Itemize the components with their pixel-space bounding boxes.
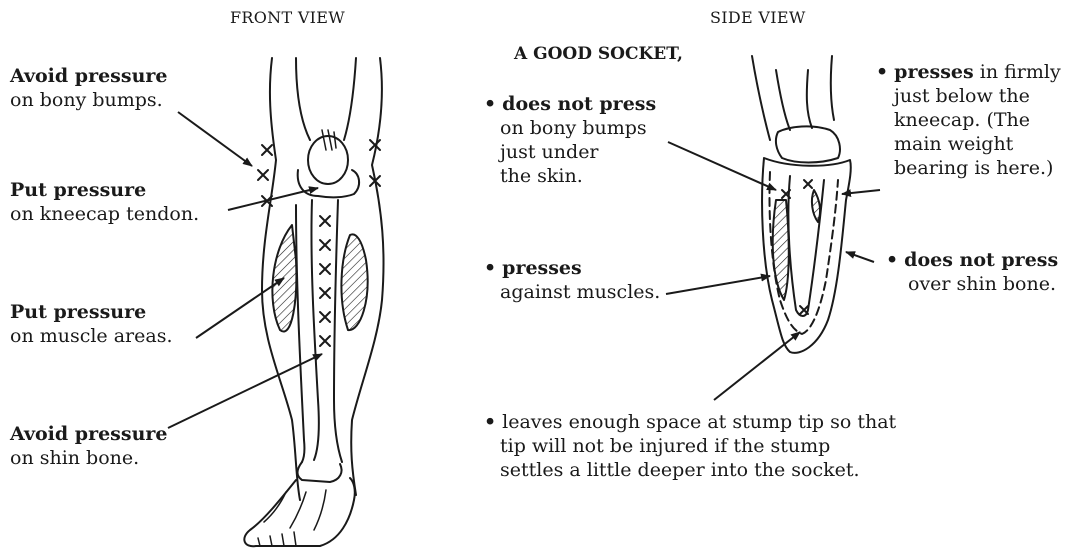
side-arrows <box>666 142 880 400</box>
front-arrows <box>168 112 322 428</box>
front-leg-drawing <box>244 58 383 546</box>
